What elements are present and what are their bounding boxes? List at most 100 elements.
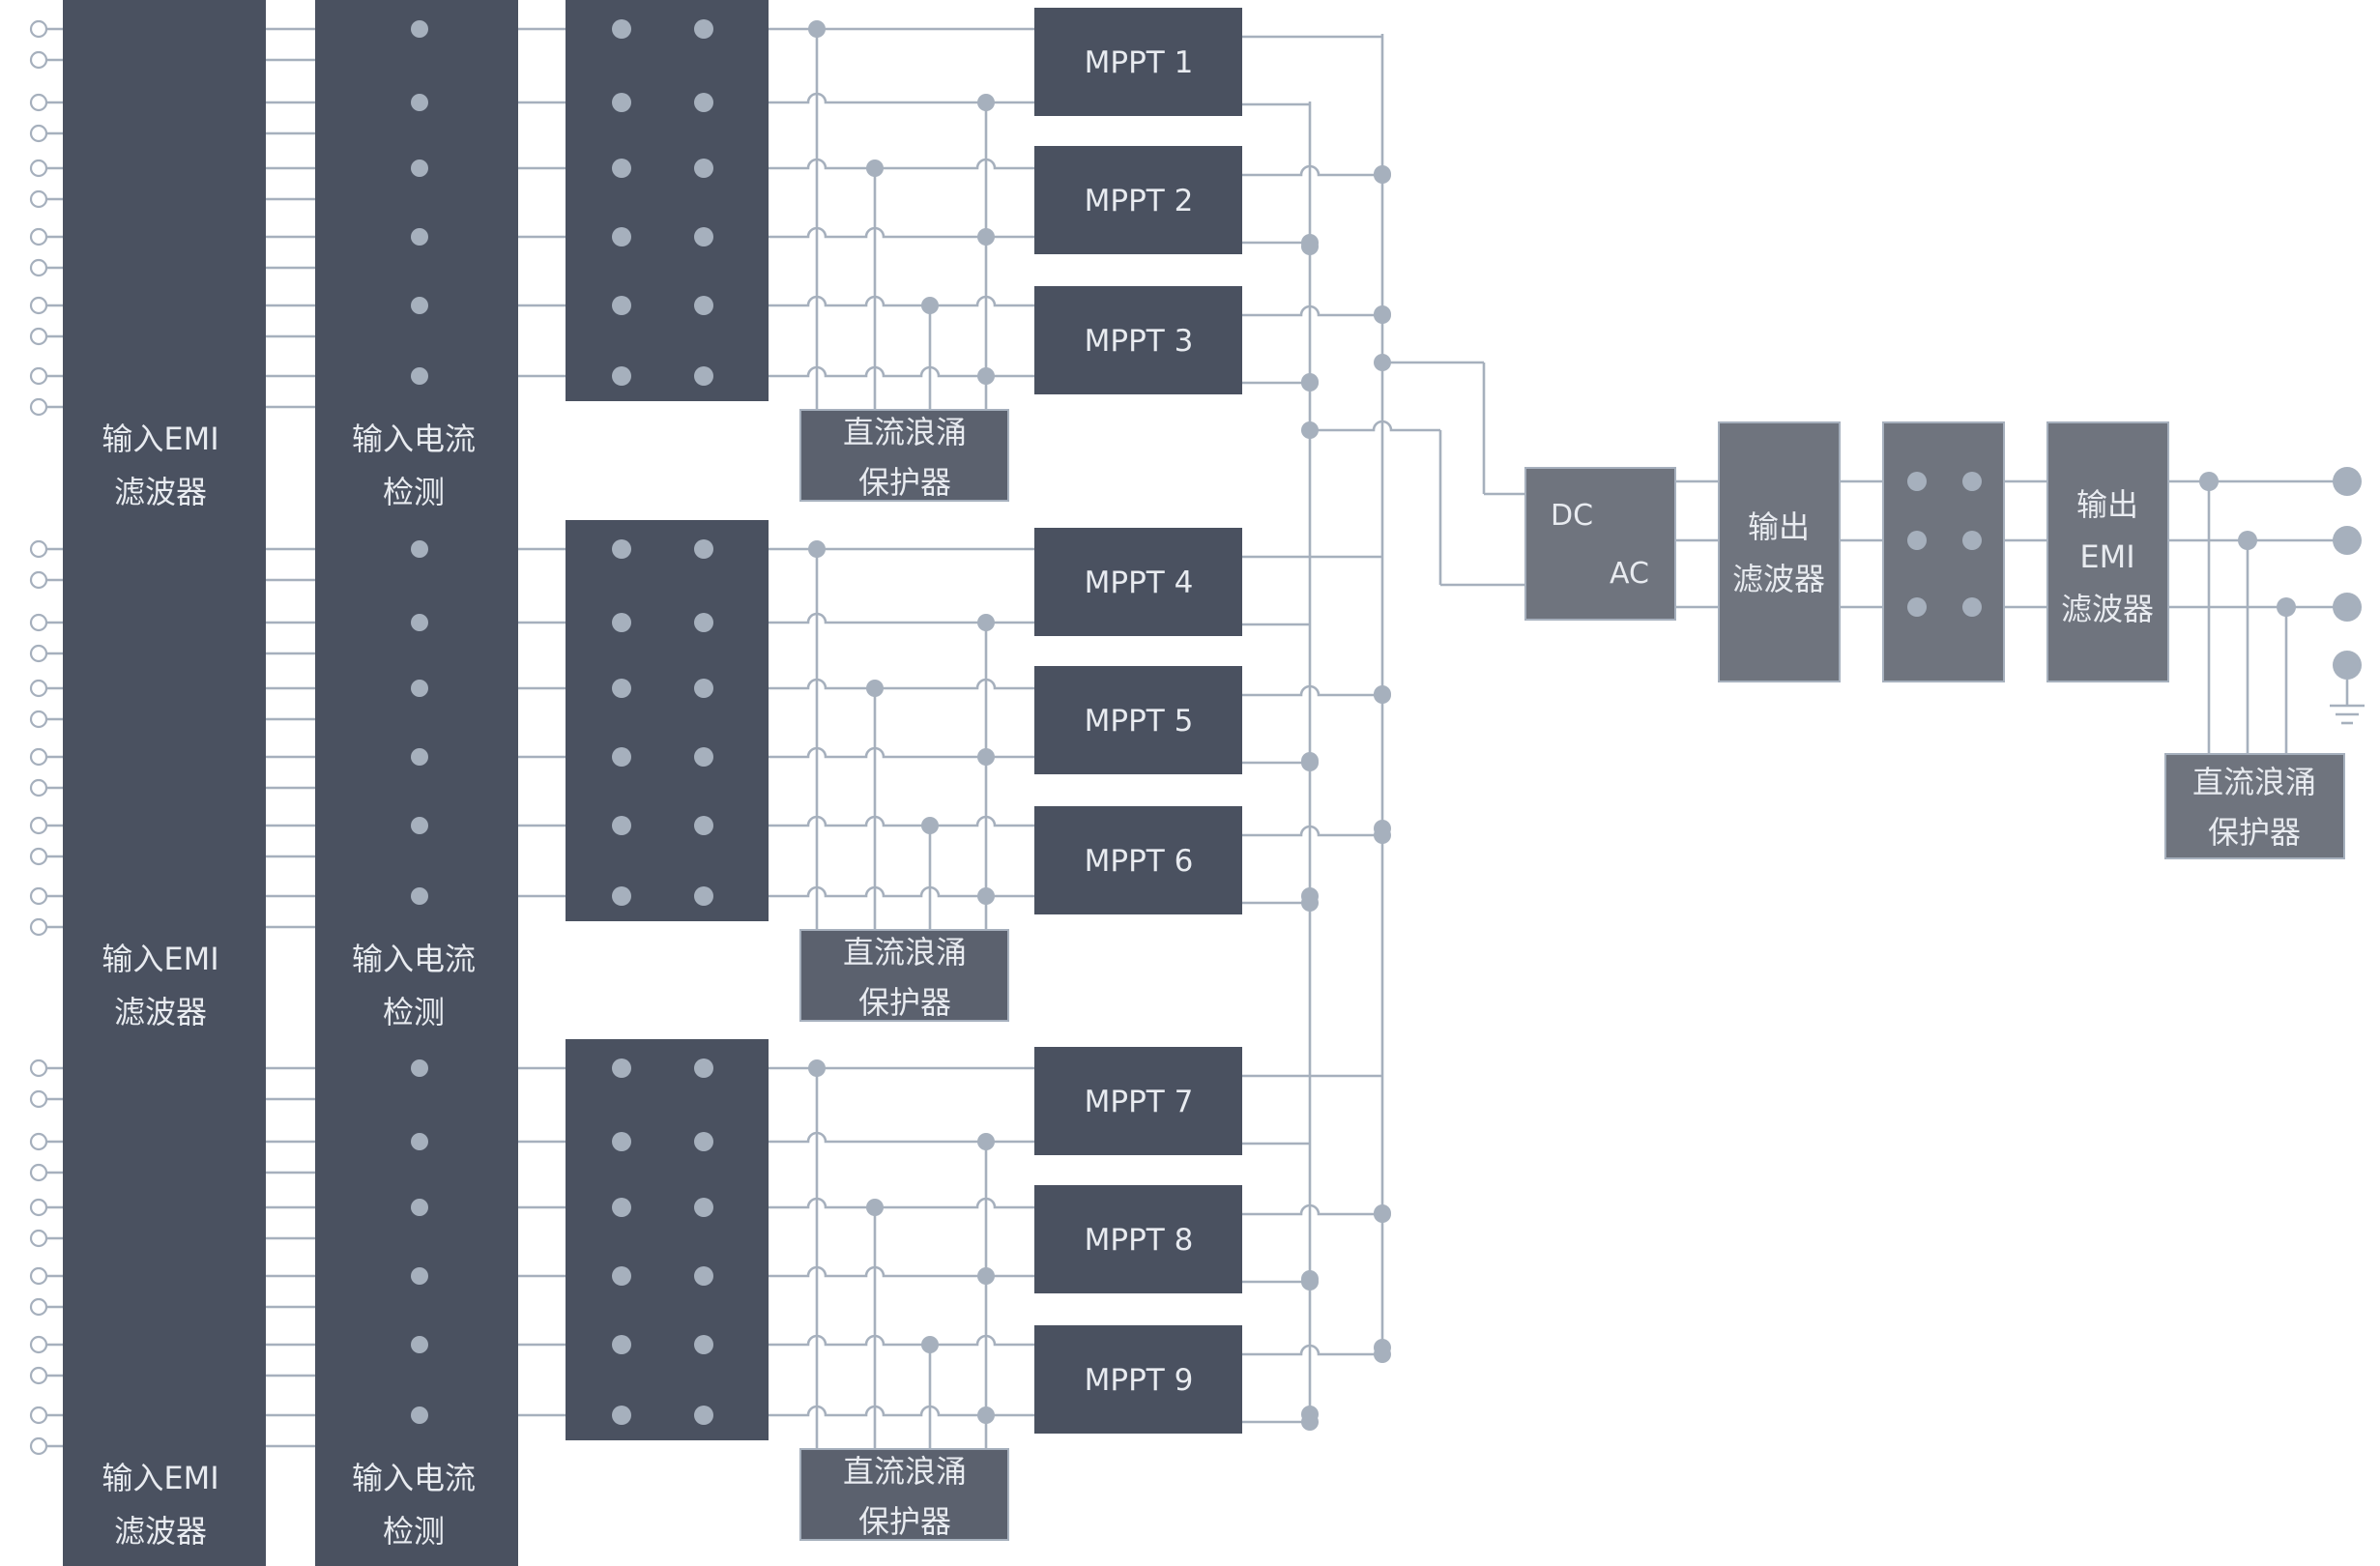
ac-spd-label: 直流浪涌: [2192, 764, 2316, 800]
contactor-contact-dot: [612, 227, 631, 246]
current-sense-label: 输入电流: [352, 420, 476, 457]
sense-junction-dot: [411, 614, 428, 631]
mppt-label: MPPT 7: [1085, 1085, 1194, 1119]
spd-junction-dot: [977, 1267, 995, 1285]
contactor-contact-dot: [694, 747, 713, 767]
input-terminal: [29, 189, 48, 209]
spd-junction-dot: [808, 540, 826, 558]
input-terminal: [29, 570, 48, 590]
input-terminal: [29, 710, 48, 729]
input-terminal: [29, 397, 48, 417]
terminal-icon: [2333, 593, 2362, 622]
contactor-contact-dot: [612, 1198, 631, 1217]
spd-junction-dot: [866, 1199, 884, 1216]
input-terminal: [29, 1366, 48, 1385]
input-terminal: [29, 296, 48, 315]
output-emi-label: EMI: [2079, 538, 2134, 575]
emi-filter-label: 输入EMI: [102, 941, 218, 977]
input-terminal: [29, 886, 48, 906]
spd-junction-dot: [977, 367, 995, 385]
sense-junction-dot: [411, 1199, 428, 1216]
contactor-contact-dot: [612, 366, 631, 386]
contactor-contact-dot: [612, 93, 631, 112]
inverter-dc-label: DC: [1551, 499, 1593, 533]
spd-junction-dot: [977, 94, 995, 111]
spd-junction-dot: [977, 228, 995, 246]
contactor-contact-dot: [612, 1335, 631, 1354]
bus-junction-dot: [1301, 373, 1319, 391]
relay-switch-icon: [1962, 472, 1982, 491]
string-wire: [704, 1265, 986, 1278]
input-terminal: [29, 679, 48, 698]
contactor-contact-dot: [612, 19, 631, 39]
input-terminal: [29, 1058, 48, 1078]
input-terminal: [29, 539, 48, 559]
dc-spd-label: 直流浪涌: [843, 1453, 967, 1490]
mppt-label: MPPT 9: [1085, 1363, 1194, 1398]
sense-junction-dot: [411, 1267, 428, 1285]
mppt-out-wire: [1242, 684, 1382, 697]
output-emi-block: [2046, 421, 2169, 682]
sense-junction-dot: [411, 680, 428, 697]
contactor-contact-dot: [694, 1058, 713, 1078]
spd-junction-dot: [921, 817, 939, 834]
contactor-contact-dot: [694, 1266, 713, 1286]
current-sense-label: 检测: [383, 1513, 445, 1550]
string-wire: [930, 815, 1034, 827]
spd-junction-dot: [808, 20, 826, 38]
spd-junction-dot: [977, 887, 995, 905]
contactor-contact-dot: [694, 296, 713, 315]
contactor-block: [566, 1039, 769, 1440]
string-wire: [930, 1334, 1034, 1347]
mppt-label: MPPT 1: [1085, 45, 1194, 80]
string-wire: [704, 295, 930, 307]
spd-tap-dot: [2277, 597, 2296, 617]
emi-filter-label: 滤波器: [114, 994, 207, 1030]
dc-ac-inverter-block: [1524, 467, 1676, 621]
input-terminal: [29, 258, 48, 277]
sense-junction-dot: [411, 228, 428, 246]
string-wire: [875, 1197, 1034, 1209]
input-terminal: [29, 1089, 48, 1109]
input-terminal: [29, 747, 48, 767]
bus-junction-dot: [1374, 685, 1391, 703]
terminal-icon: [2333, 651, 2362, 680]
contactor-contact-dot: [612, 1406, 631, 1425]
dc-spd-label: 保护器: [858, 464, 951, 501]
string-wire: [704, 1334, 930, 1347]
spd-tap-dot: [2238, 531, 2257, 550]
current-sense-block: [315, 520, 518, 1040]
sense-junction-dot: [411, 1336, 428, 1353]
inverter-ac-label: AC: [1610, 557, 1649, 591]
spd-junction-dot: [977, 1406, 995, 1424]
input-terminal: [29, 50, 48, 70]
sense-junction-dot: [411, 1133, 428, 1150]
sense-junction-dot: [411, 540, 428, 558]
mppt-label: MPPT 5: [1085, 704, 1194, 739]
sense-junction-dot: [411, 367, 428, 385]
bus-junction-dot: [1374, 820, 1391, 837]
output-relay-block: [1882, 421, 2005, 682]
input-terminal: [29, 1229, 48, 1248]
input-terminal: [29, 1297, 48, 1317]
mppt-block: [1034, 146, 1242, 254]
spd-junction-dot: [921, 297, 939, 314]
mppt-out-wire: [1242, 304, 1382, 317]
current-sense-block: [315, 0, 518, 520]
bus-junction-dot: [1301, 887, 1319, 905]
sense-junction-dot: [411, 817, 428, 834]
mppt-out-wire: [1242, 1344, 1382, 1356]
emi-filter-block: [63, 1039, 266, 1566]
mppt-block: [1034, 8, 1242, 116]
string-wire: [704, 815, 930, 827]
contactor-block: [566, 0, 769, 401]
sense-junction-dot: [411, 748, 428, 766]
input-terminal: [29, 159, 48, 178]
mppt-block: [1034, 1185, 1242, 1293]
output-filter-block: [1718, 421, 1841, 682]
contactor-contact-dot: [694, 1406, 713, 1425]
mppt-out-wire: [1242, 825, 1382, 837]
bus-junction-dot: [1374, 165, 1391, 183]
spd-junction-dot: [808, 1059, 826, 1077]
sense-junction-dot: [411, 160, 428, 177]
